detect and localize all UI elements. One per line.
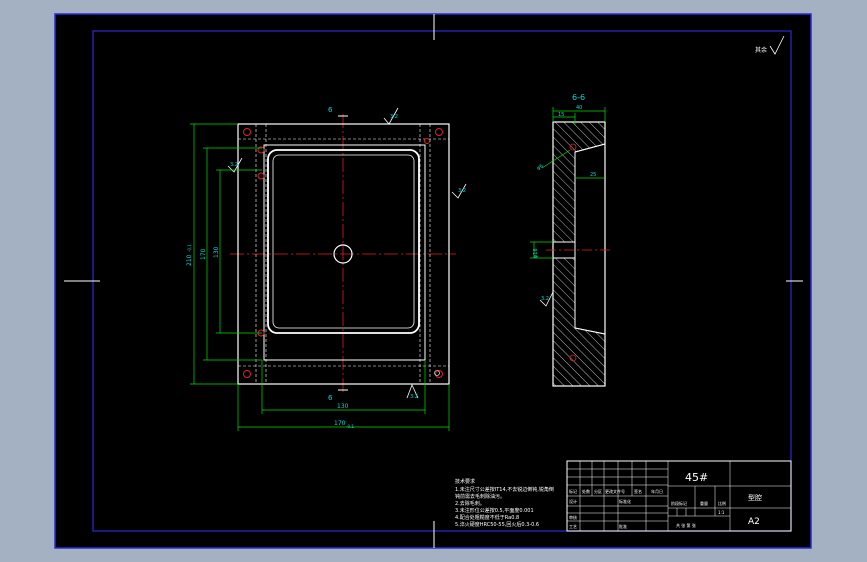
tech-note-4: 3.未注形位公差按0.5,平面度0.001 [455,507,534,514]
section-view: 6-6 40 15 25 φ6 φ16 3.2 [530,93,612,387]
ratio-label: 比例 [718,500,726,506]
cavity-outline [263,144,426,361]
drawing-paper [55,14,811,548]
dim-phi16: φ16 [533,248,539,258]
dim-width-outer-tol: -0.1 [346,424,354,429]
stage-label: 阶段标记 [671,500,687,506]
dim-height-mid: 170 [200,248,207,260]
roughness-symbol-section [539,291,554,307]
dim-40: 40 [576,105,582,111]
bolt-holes [243,128,443,378]
dim-25: 25 [590,172,596,178]
section-cavity-outline [553,143,606,335]
material-label: 45# [685,471,708,484]
tech-note-1: 1.未注尺寸公差按IT14,不去锐边倒钝,锐角倒 [455,486,554,493]
row-label-2: 分区 [594,488,602,494]
section-mark-top: 6 [328,106,333,114]
section-mark-bottom: 6 [328,394,333,402]
technical-notes: 技术要求 1.未注尺寸公差按IT14,不去锐边倒钝,锐角倒 钝前需去毛刺除油污。… [455,478,554,528]
roughness-note-label: 其余 [755,46,767,54]
plate-outline [237,123,450,385]
roughness-bottom: 3.2 [410,394,418,400]
bolt-hole-bl [243,370,251,378]
row-label-4: 签名 [634,488,642,494]
title-block-grid [567,461,791,531]
dimension-lines-section [530,107,606,259]
tech-note-6: 5.淬火硬度HRC50-55,回火后0.3-0.6 [455,521,539,528]
roughness-right: 3.2 [458,188,466,194]
approve-label: 批准 [619,523,627,529]
tech-note-3: 2.去除毛刺。 [455,500,485,507]
cavity-inner-offset [272,154,415,329]
front-view: 6 6 3.2 3.2 3.2 3.2 [186,106,467,431]
section-hole-top [569,143,577,151]
dim-15: 15 [558,112,564,118]
section-title: 6-6 [572,93,585,102]
centering-marks [64,14,803,548]
corner-mark [434,370,440,376]
section-cut-marks [338,115,348,391]
pin-hole-l2 [257,172,265,180]
roughness-top: 3.2 [390,114,398,120]
side-label-0: 设计 [569,498,577,504]
hidden-lines [238,124,449,384]
row-label-5: 年月日 [651,488,663,494]
roughness-symbols-front [227,107,467,399]
row-label-0: 标记 [569,488,577,494]
sprue-hole [333,244,353,264]
row-label-3: 更改文件号 [605,488,625,494]
tech-note-5: 4.配合处粗糙度不低于Ra0.8 [455,514,519,521]
pin-hole-r1 [424,138,430,144]
dim-height-inner: 130 [213,246,220,258]
tech-note-0: 技术要求 [455,478,475,485]
roughness-section: 3.2 [541,296,549,302]
weight-label: 重量 [700,500,708,506]
scale-label: A2 [748,517,760,527]
bolt-hole-tr [435,128,443,136]
bolt-hole-tl [243,128,251,136]
dim-width-outer: 170 [334,420,346,427]
dim-phi6: φ6 [536,163,545,172]
dim-height-outer: 210 [186,254,193,266]
std-label: 标准化 [619,498,631,504]
side-label-1: 审核 [569,514,577,520]
roughness-left: 3.2 [230,162,238,168]
dimension-lines-front [190,123,450,431]
pin-hole-l1 [257,146,265,154]
tech-note-2: 钝前需去毛刺除油污。 [455,493,505,500]
section-body-outline [552,121,606,387]
outer-sheet-border [54,13,812,549]
cavity-inner-outline [267,149,420,334]
title-block: 45# 型腔 A2 标记 处数 分区 更改文件号 签名 年月日 设计 审核 工艺… [566,460,792,532]
part-name-label: 型腔 [748,493,762,502]
dim-width-inner: 130 [337,403,349,410]
bolt-hole-br [435,370,443,378]
roughness-symbol-general: 其余 [755,35,785,55]
sheet-label: 共 张 第 张 [676,522,696,528]
section-hole-bottom [569,354,577,362]
ratio-value: 1:1 [718,510,725,515]
side-label-2: 工艺 [569,524,577,529]
row-label-1: 处数 [582,488,590,494]
dim-height-outer-tol: -0.1 [187,244,192,252]
